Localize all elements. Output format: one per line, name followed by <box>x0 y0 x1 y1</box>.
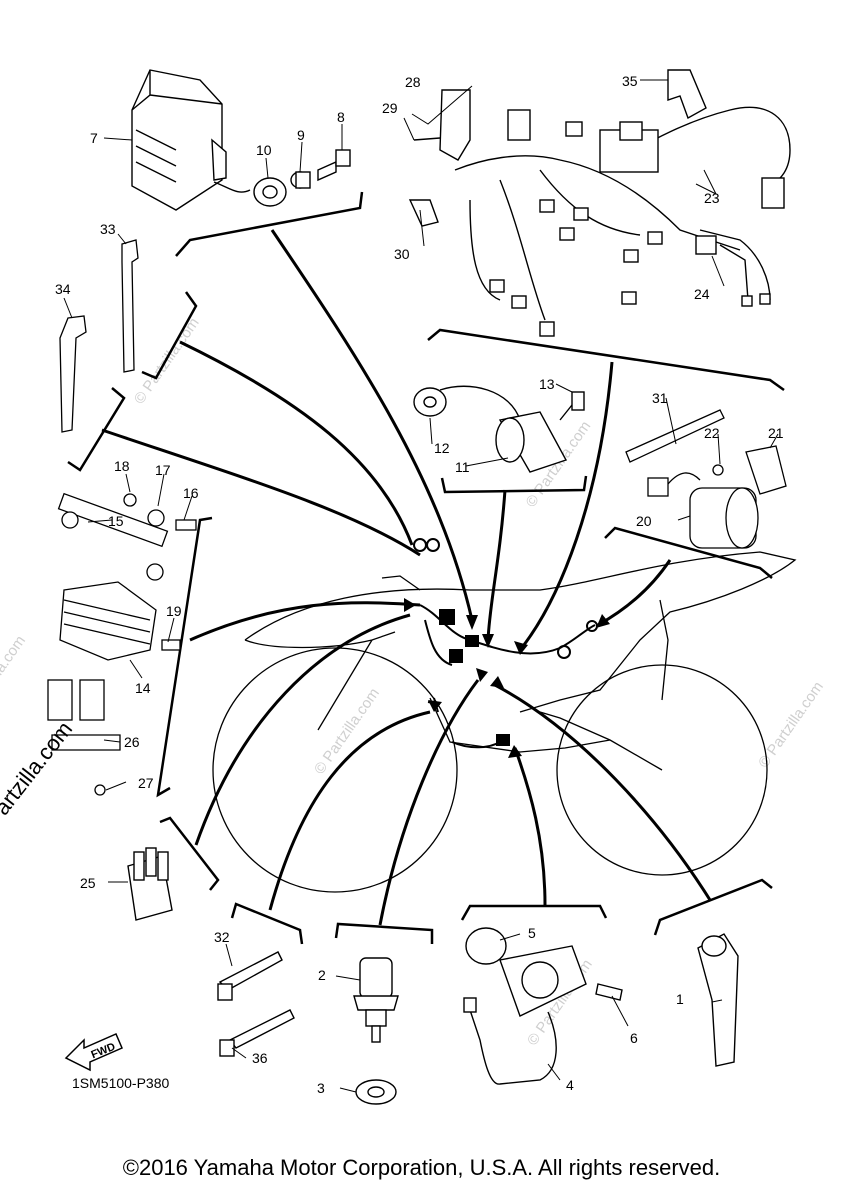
leader-coupler-group <box>194 613 411 846</box>
callout-11: 11 <box>455 459 470 475</box>
group-brackets <box>67 191 785 945</box>
part-ignition-coil <box>413 385 585 473</box>
part-spark-plug-cap <box>697 933 739 1067</box>
callout-4: 4 <box>566 1077 574 1093</box>
callout-3: 3 <box>317 1080 325 1096</box>
callout-labels: 7 10 9 8 33 34 28 29 35 23 30 24 13 12 1… <box>55 73 784 1096</box>
watermark-text: © Partzilla.com <box>311 685 383 778</box>
callout-32: 32 <box>214 929 230 945</box>
callout-34: 34 <box>55 281 71 297</box>
callout-29: 29 <box>382 100 398 116</box>
callout-9: 9 <box>297 127 305 143</box>
callout-ticks <box>63 79 779 1093</box>
part-main-harness <box>408 69 791 337</box>
callout-17: 17 <box>155 462 171 478</box>
fwd-arrow-icon <box>64 1033 123 1072</box>
callout-6: 6 <box>630 1030 638 1046</box>
front-wheel <box>212 647 458 893</box>
leader-band-group <box>268 710 431 911</box>
leader-plug-cap-group <box>494 683 712 901</box>
installed-harness <box>413 538 598 749</box>
part-coupler <box>127 847 173 921</box>
leader-coil-group <box>486 489 507 641</box>
leader-rectifier-group <box>189 601 421 642</box>
part-fwd-arrow: FWD <box>64 1033 123 1072</box>
callout-14: 14 <box>135 680 151 696</box>
callout-8: 8 <box>337 109 345 125</box>
callout-1: 1 <box>676 991 684 1007</box>
part-ecu <box>131 69 251 211</box>
leader-arrowheads <box>404 598 610 758</box>
callout-25: 25 <box>80 875 96 891</box>
callout-5: 5 <box>528 925 536 941</box>
callout-30: 30 <box>394 246 410 262</box>
callout-13: 13 <box>539 376 555 392</box>
part-thermostat <box>463 927 623 1085</box>
motorcycle-outline <box>212 551 797 893</box>
callout-24: 24 <box>694 286 710 302</box>
callout-16: 16 <box>183 485 199 501</box>
callout-23: 23 <box>704 190 720 206</box>
callout-36: 36 <box>252 1050 268 1066</box>
callout-21: 21 <box>768 425 784 441</box>
leader-harness-group <box>518 361 614 651</box>
callout-28: 28 <box>405 74 421 90</box>
callout-35: 35 <box>622 73 638 89</box>
callout-20: 20 <box>636 513 652 529</box>
callout-19: 19 <box>166 603 182 619</box>
part-grommets-bolt <box>253 149 351 207</box>
leader-thermostat-group <box>513 747 547 906</box>
part-cable-ties <box>59 239 139 433</box>
callout-33: 33 <box>100 221 116 237</box>
callout-10: 10 <box>256 142 272 158</box>
watermark-text: © Partzilla.com <box>0 633 29 726</box>
part-temperature-sensor <box>353 957 399 1105</box>
callout-31: 31 <box>652 390 668 406</box>
leader-clamp-group <box>101 428 421 557</box>
part-relay-group <box>625 409 787 549</box>
leader-relay-group <box>597 559 672 627</box>
leader-ecu-group <box>270 229 474 621</box>
callout-22: 22 <box>704 425 720 441</box>
part-rectifier <box>47 492 197 796</box>
part-bands <box>217 951 295 1057</box>
callout-7: 7 <box>90 130 98 146</box>
callout-2: 2 <box>318 967 326 983</box>
callout-18: 18 <box>114 458 130 474</box>
callout-26: 26 <box>124 734 140 750</box>
copyright-notice: ©2016 Yamaha Motor Corporation, U.S.A. A… <box>122 1155 721 1180</box>
leader-sensor-group <box>378 679 480 926</box>
leader-tie-group <box>179 340 414 546</box>
callout-12: 12 <box>434 440 450 456</box>
callout-27: 27 <box>138 775 154 791</box>
rear-wheel <box>556 664 768 876</box>
reference-code: 1SM5100-P380 <box>72 1075 170 1091</box>
parts-diagram: © Partzilla.com © Partzilla.com © Partzi… <box>0 69 827 1105</box>
callout-15: 15 <box>108 513 124 529</box>
